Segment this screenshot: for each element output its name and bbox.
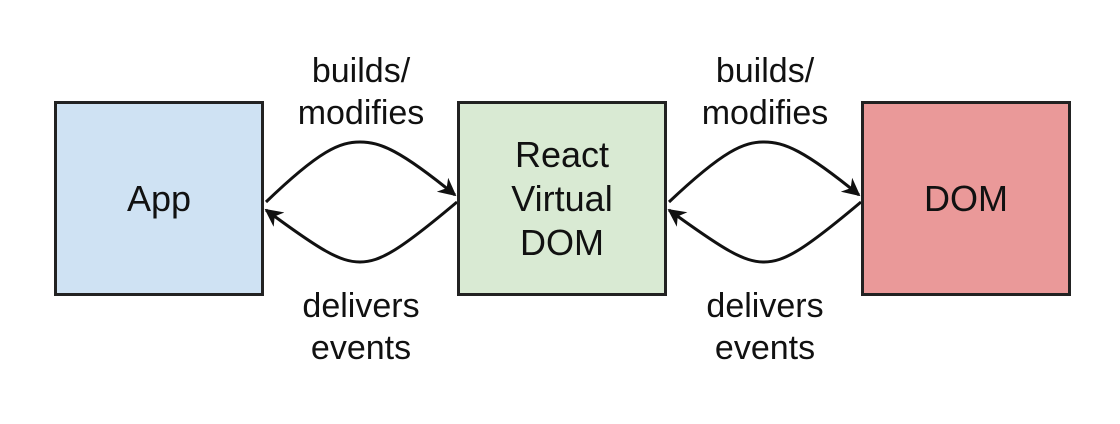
node-app: App — [54, 101, 264, 296]
node-dom: DOM — [861, 101, 1071, 296]
node-react-virtual-dom: React Virtual DOM — [457, 101, 667, 296]
node-react-virtual-dom-label: React Virtual DOM — [511, 133, 613, 263]
edge-app-to-vdom-arrow — [264, 140, 457, 204]
edge-label-dom-to-vdom: delivers events — [706, 287, 824, 367]
edge-vdom-to-app-arrow — [264, 200, 458, 264]
edge-label-vdom-to-app: delivers events — [302, 287, 420, 367]
node-dom-label: DOM — [924, 177, 1008, 219]
node-app-label: App — [126, 177, 192, 219]
edge-label-vdom-to-dom: builds/ modifies — [701, 52, 829, 132]
edge-vdom-to-dom-arrow — [667, 140, 861, 204]
edge-dom-to-vdom-arrow — [667, 200, 862, 264]
edge-label-app-to-vdom: builds/ modifies — [297, 52, 425, 132]
